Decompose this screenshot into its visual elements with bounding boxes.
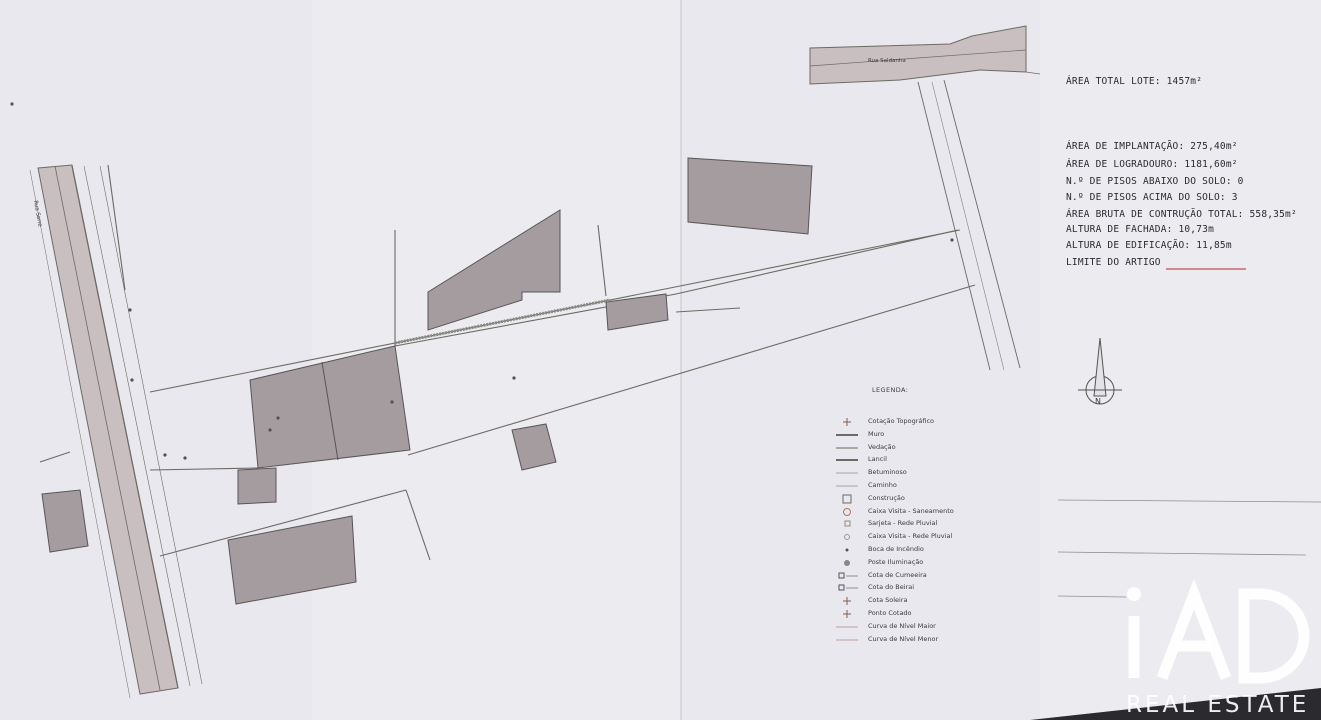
legend-symbol-icon [836, 443, 858, 453]
legend-label: Cotação Topográfico [868, 417, 935, 425]
access-lane [917, 79, 1021, 371]
legend-item: Boca de Incêndio [830, 544, 1030, 556]
legend-symbol-icon [836, 494, 858, 504]
legend-symbol-icon [836, 596, 858, 606]
legend-label: Curva de Nível Maior [868, 621, 936, 630]
left-road [29, 164, 203, 699]
legend-label: Betuminoso [868, 468, 907, 477]
legend-symbol-icon [836, 609, 858, 619]
legend-item: Caixa Visita - Rede Pluvial [830, 531, 1030, 543]
building [249, 345, 411, 469]
building [605, 293, 669, 331]
limite-artigo: LIMITE DO ARTIGO [1066, 257, 1161, 268]
building [687, 157, 813, 235]
legend-title: LEGENDA: [872, 386, 909, 394]
legend-item: Sarjeta - Rede Pluvial [830, 518, 1030, 530]
legend-item: Betuminoso [830, 467, 1030, 479]
legend-label: Lancil [868, 455, 887, 464]
pisos-abaixo: N.º DE PISOS ABAIXO DO SOLO: 0 [1066, 176, 1244, 187]
legend-item: Construção [830, 493, 1030, 505]
legend-item: Caixa Visita - Saneamento [830, 506, 1030, 518]
legend-item: Muro [830, 429, 1030, 441]
legend-symbol-icon [836, 545, 858, 555]
legend-label: Construção [868, 493, 905, 502]
legend-symbol-icon [836, 481, 858, 491]
legend-symbol-icon [836, 507, 858, 517]
legend-item: Cota Soleira [830, 595, 1030, 607]
legend-symbol-icon [836, 571, 858, 581]
legend-item: Curva de Nível Maior [830, 621, 1030, 633]
legend-label: Ponto Cotado [868, 609, 912, 617]
sheet-fold-2 [680, 0, 682, 720]
legend-item: Vedação [830, 442, 1030, 454]
legend-label: Muro [868, 429, 885, 438]
legend-symbol-icon [836, 430, 858, 440]
legend-symbol-icon [836, 519, 858, 529]
legend-label: Curva de Nível Menor [868, 634, 939, 643]
legend-label: Sarjeta - Rede Pluvial [868, 519, 938, 528]
legend-label: Cota Soleira [868, 596, 908, 605]
iad-watermark: REAL ESTATE [1122, 578, 1321, 720]
top-road [809, 25, 1041, 85]
legend-item: Cota de Cumeeira [830, 570, 1030, 582]
legend-symbol-icon [836, 622, 858, 632]
building [427, 209, 561, 331]
legend-label: Caixa Visita - Saneamento [868, 506, 954, 515]
legend-item: Lancil [830, 454, 1030, 466]
legend-symbol-icon [836, 417, 858, 427]
street-label-top: Rua Saldanha [868, 58, 906, 64]
legend-item: Poste Iluminação [830, 557, 1030, 569]
spot-heights [10, 102, 954, 460]
legend-label: Cota do Beirai [868, 583, 915, 592]
altura-edificacao: ALTURA DE EDIFICAÇÃO: 11,85m [1066, 240, 1232, 251]
legend-symbol-icon [836, 468, 858, 478]
legend-symbol-icon [836, 455, 858, 465]
corner-shadow [1030, 688, 1321, 720]
legend-label: Caminho [868, 481, 897, 489]
legend-label: Caixa Visita - Rede Pluvial [868, 532, 953, 541]
building [511, 423, 557, 471]
area-logradouro: ÁREA DE LOGRADOURO: 1181,60m² [1066, 159, 1238, 170]
building [237, 467, 277, 505]
legend-item: Caminho [830, 480, 1030, 492]
altura-fachada: ALTURA DE FACHADA: 10,73m [1066, 224, 1214, 235]
watermark-text: REAL ESTATE [1126, 692, 1310, 718]
area-total: ÁREA TOTAL LOTE: 1457m² [1066, 76, 1203, 87]
legend-symbol-icon [836, 558, 858, 568]
buildings [41, 157, 813, 605]
north-label: N [1095, 397, 1101, 406]
legend-label: Boca de Incêndio [868, 545, 924, 553]
building [227, 515, 357, 605]
legend-label: Poste Iluminação [868, 557, 924, 566]
north-compass-icon [1078, 337, 1122, 405]
area-bruta: ÁREA BRUTA DE CONTRUÇÃO TOTAL: 558,35m² [1066, 209, 1297, 220]
pipe-line [394, 298, 611, 345]
legend-symbol-icon [836, 583, 858, 593]
legend-item: Ponto Cotado [830, 608, 1030, 620]
building [41, 489, 89, 553]
legend-item: Cota do Beirai [830, 582, 1030, 594]
legend-label: Cota de Cumeeira [868, 570, 927, 579]
legend-item: Curva de Nível Menor [830, 634, 1030, 646]
area-implantacao: ÁREA DE IMPLANTAÇÃO: 275,40m² [1066, 141, 1238, 152]
iad-logo-icon [1127, 578, 1310, 684]
pisos-acima: N.º DE PISOS ACIMA DO SOLO: 3 [1066, 192, 1238, 203]
legend-symbol-icon [836, 635, 858, 645]
title-block-lines [1057, 499, 1321, 598]
legend-symbol-icon [836, 532, 858, 542]
legend-label: Vedação [868, 442, 896, 451]
legend-item: Cotação Topográfico [830, 416, 1030, 428]
